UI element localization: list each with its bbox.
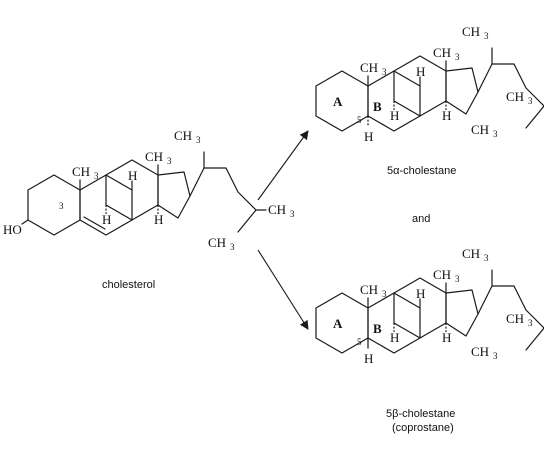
c3-position-label: 3	[59, 201, 64, 211]
c9-hydrogen-label: H	[102, 212, 111, 227]
c19-methyl-label: CH	[360, 60, 378, 75]
c18-methyl-label: CH	[433, 45, 451, 60]
arrow-to-beta-cholestane	[257, 249, 309, 330]
c5-position-label: 5	[357, 115, 362, 125]
caption-and: and	[412, 213, 430, 225]
c8-hydrogen-label: H	[128, 168, 137, 183]
c14-hydrogen-label: H	[154, 212, 163, 227]
c26-methyl-label: CH	[268, 202, 286, 217]
c26-methyl-label: CH	[506, 89, 524, 104]
c8-hydrogen-label: H	[416, 64, 425, 79]
ring-a-label: A	[333, 94, 343, 109]
c27-methyl-label: CH	[471, 344, 489, 359]
ring-b-label: B	[373, 99, 382, 114]
ring-a-label: A	[333, 316, 343, 331]
c18-methyl-subscript: 3	[167, 156, 172, 166]
c26-methyl-subscript: 3	[290, 209, 295, 219]
arrow-to-alpha-cholestane	[257, 130, 309, 201]
c14-hydrogen-label: H	[442, 330, 451, 345]
c19-methyl-label: CH	[72, 164, 90, 179]
c21-methyl-subscript: 3	[484, 31, 489, 41]
c21-methyl-subscript: 3	[484, 253, 489, 263]
c18-methyl-subscript: 3	[455, 274, 460, 284]
c19-methyl-label: CH	[360, 282, 378, 297]
caption-cholesterol: cholesterol	[102, 279, 155, 291]
c26-methyl-label: CH	[506, 311, 524, 326]
c14-hydrogen-label: H	[442, 108, 451, 123]
c27-methyl-subscript: 3	[493, 129, 498, 139]
c19-methyl-subscript: 3	[94, 171, 99, 181]
hydroxyl-label: HO	[3, 222, 22, 237]
c5-position-label: 5	[357, 337, 362, 347]
c27-methyl-subscript: 3	[230, 242, 235, 252]
beta-cholestane-structure: CH 3 CH 3 CH 3 CH 3 CH 3 A B 5 H H H H	[315, 246, 544, 366]
c18-methyl-subscript: 3	[455, 52, 460, 62]
caption-coprostane: (coprostane)	[392, 422, 454, 434]
c26-methyl-subscript: 3	[528, 318, 533, 328]
c19-methyl-subscript: 3	[382, 289, 387, 299]
c5-hydrogen-label: H	[364, 351, 373, 366]
ring-b-label: B	[373, 321, 382, 336]
alpha-cholestane-structure: CH 3 CH 3 CH 3 CH 3 CH 3 A B 5 H H H H	[315, 24, 544, 144]
c26-methyl-subscript: 3	[528, 96, 533, 106]
caption-beta-cholestane: 5β-cholestane	[386, 408, 455, 420]
c27-methyl-label: CH	[208, 235, 226, 250]
c27-methyl-label: CH	[471, 122, 489, 137]
c21-methyl-label: CH	[462, 246, 480, 261]
c27-methyl-subscript: 3	[493, 351, 498, 361]
c21-methyl-label: CH	[462, 24, 480, 39]
c19-methyl-subscript: 3	[382, 67, 387, 77]
cholesterol-structure: HO 3 CH 3 CH 3 CH 3 CH 3 CH 3 H H H	[3, 128, 295, 252]
c21-methyl-label: CH	[174, 128, 192, 143]
c18-methyl-label: CH	[145, 149, 163, 164]
c21-methyl-subscript: 3	[196, 135, 201, 145]
c5-hydrogen-label: H	[364, 129, 373, 144]
c9-hydrogen-label: H	[390, 330, 399, 345]
c8-hydrogen-label: H	[416, 286, 425, 301]
c18-methyl-label: CH	[433, 267, 451, 282]
caption-alpha-cholestane: 5α-cholestane	[387, 165, 456, 177]
c9-hydrogen-label: H	[390, 108, 399, 123]
